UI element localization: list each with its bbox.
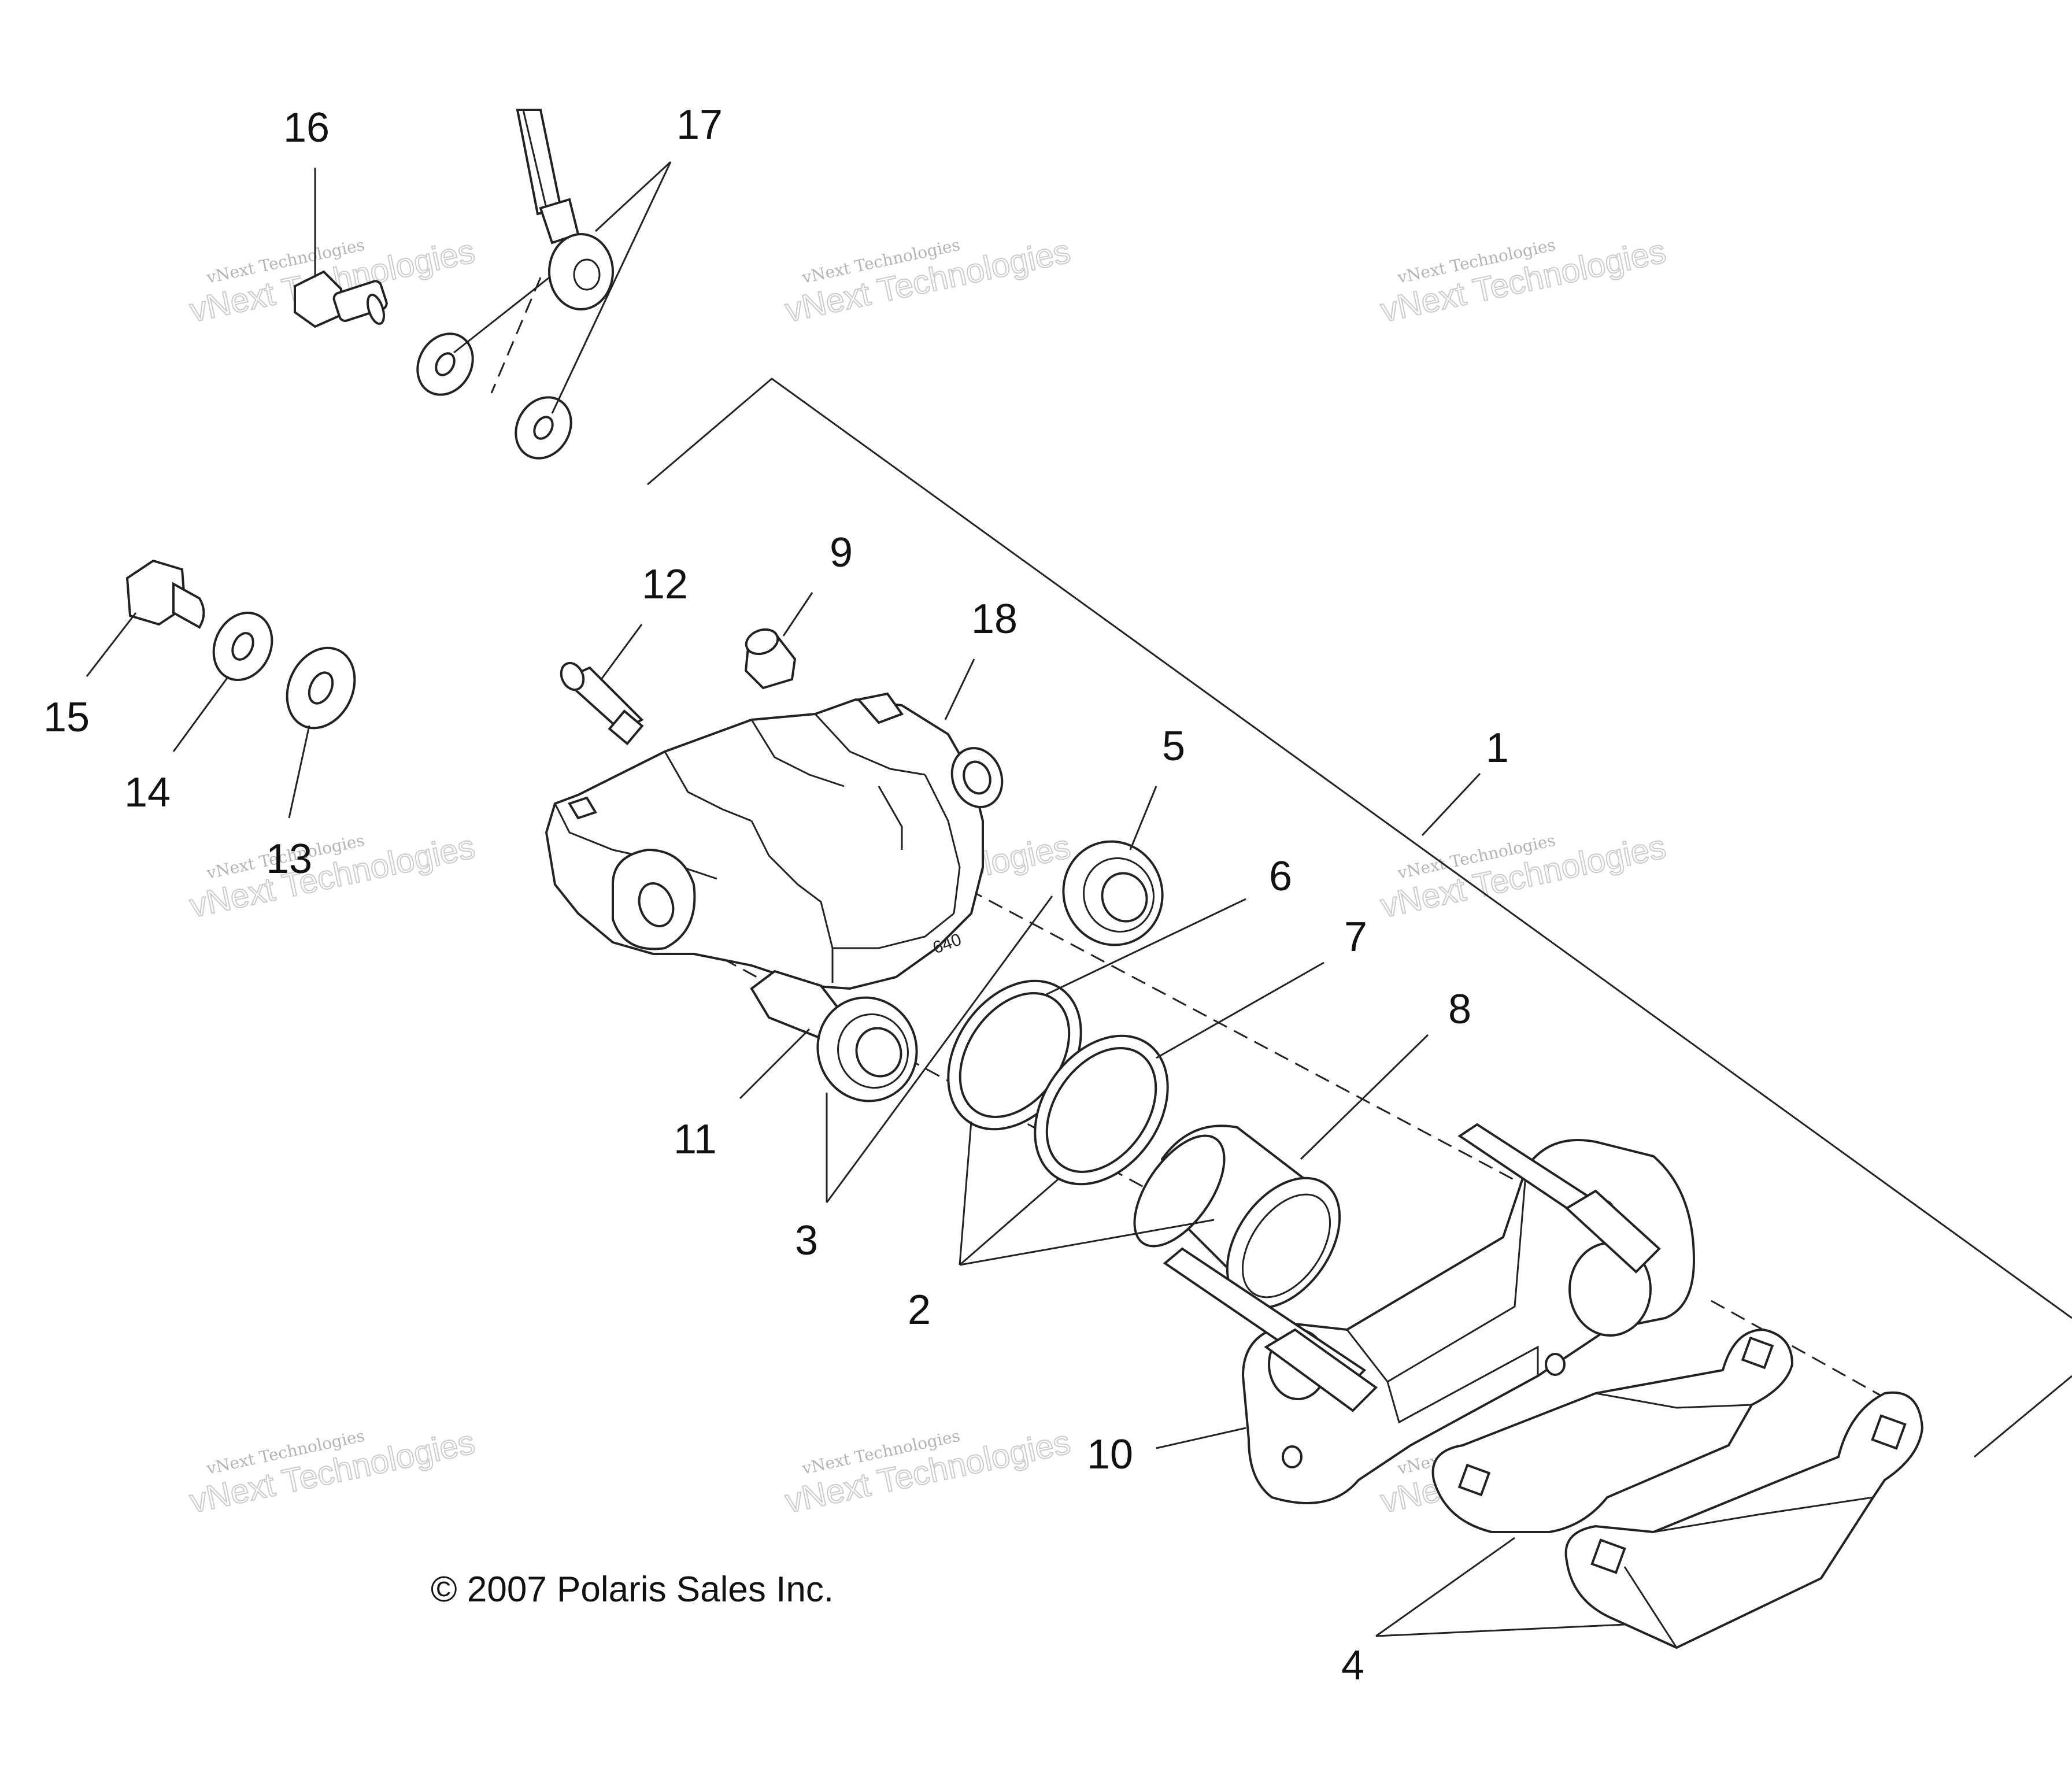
bleeder-screw xyxy=(560,661,644,746)
assembly-bracket-line xyxy=(647,378,2072,1319)
leader-6 xyxy=(1046,898,1246,996)
leader-lines xyxy=(86,161,1625,1637)
leader-2a xyxy=(959,1219,1215,1266)
leader-10 xyxy=(1156,1427,1246,1449)
leader-3b xyxy=(826,896,1053,1203)
callout-11: 11 xyxy=(674,1116,717,1163)
copyright-notice: © 2007 Polaris Sales Inc. xyxy=(431,1570,834,1610)
caliper-body: 640 xyxy=(545,692,1004,1042)
hex-bolt xyxy=(125,559,205,629)
watermark: vNext Technologies vNext Technologies xyxy=(1377,827,1670,926)
banjo-bolt xyxy=(294,270,388,328)
leader-18 xyxy=(944,658,975,720)
callout-7: 7 xyxy=(1344,914,1367,960)
leader-9 xyxy=(782,592,813,637)
callout-12: 12 xyxy=(642,561,688,608)
callout-15: 15 xyxy=(43,694,90,741)
leader-8 xyxy=(1300,1034,1429,1160)
brake-pad-inner xyxy=(1431,1328,1794,1533)
lock-washer xyxy=(212,611,273,682)
crush-washer xyxy=(416,332,474,396)
centerline xyxy=(1711,1300,1908,1412)
callout-10: 10 xyxy=(1087,1431,1133,1478)
callout-14: 14 xyxy=(124,769,171,816)
leader-11 xyxy=(739,1028,811,1100)
leader-17b xyxy=(551,161,672,414)
watermark: vNext Technologies vNext Technologies xyxy=(782,1423,1074,1521)
leader-15 xyxy=(86,612,137,677)
callout-1: 1 xyxy=(1486,725,1509,771)
callout-13: 13 xyxy=(266,836,312,882)
callout-17: 17 xyxy=(676,102,723,148)
callout-5: 5 xyxy=(1162,723,1185,769)
leader-14 xyxy=(172,676,230,752)
leader-2c xyxy=(959,1178,1059,1266)
leader-1 xyxy=(1421,772,1481,837)
watermark: vNext Technologies vNext Technologies xyxy=(186,1423,479,1521)
leader-4b xyxy=(1375,1623,1625,1637)
callout-18: 18 xyxy=(971,596,1018,642)
brake-hose xyxy=(490,109,614,394)
callout-9: 9 xyxy=(830,530,853,576)
watermark: vNext Technologies vNext Technologies xyxy=(782,232,1074,330)
callout-8: 8 xyxy=(1448,986,1471,1033)
callout-6: 6 xyxy=(1269,853,1292,900)
caliper-bracket xyxy=(1163,1123,1696,1504)
callout-16: 16 xyxy=(283,105,330,151)
callout-2: 2 xyxy=(908,1287,931,1333)
leader-7 xyxy=(1156,961,1324,1059)
dust-boot xyxy=(816,996,918,1102)
dust-seal xyxy=(1034,1034,1169,1186)
leader-17c xyxy=(453,276,550,354)
leader-17a xyxy=(594,161,672,232)
bleeder-cap xyxy=(744,628,797,690)
assembly-bracket-line-end xyxy=(1974,1375,2072,1458)
leader-12 xyxy=(600,624,643,680)
leader-4a xyxy=(1375,1537,1515,1637)
leader-13 xyxy=(288,725,310,819)
callout-4: 4 xyxy=(1341,1642,1364,1689)
watermark: vNext Technologies vNext Technologies xyxy=(186,827,479,926)
leader-2b xyxy=(959,1121,972,1266)
caliper-piston xyxy=(1133,1124,1341,1309)
callout-labels: 1 2 3 4 5 6 7 8 9 10 11 12 13 14 15 16 1… xyxy=(43,102,1509,1689)
flat-washer xyxy=(286,646,356,730)
slide-pin-boot xyxy=(1062,840,1164,946)
leader-5 xyxy=(1129,786,1157,850)
crush-washer xyxy=(515,396,572,460)
watermark: vNext Technologies vNext Technologies xyxy=(1377,232,1670,330)
callout-3: 3 xyxy=(795,1218,818,1264)
brake-pad-outer xyxy=(1564,1391,1924,1649)
